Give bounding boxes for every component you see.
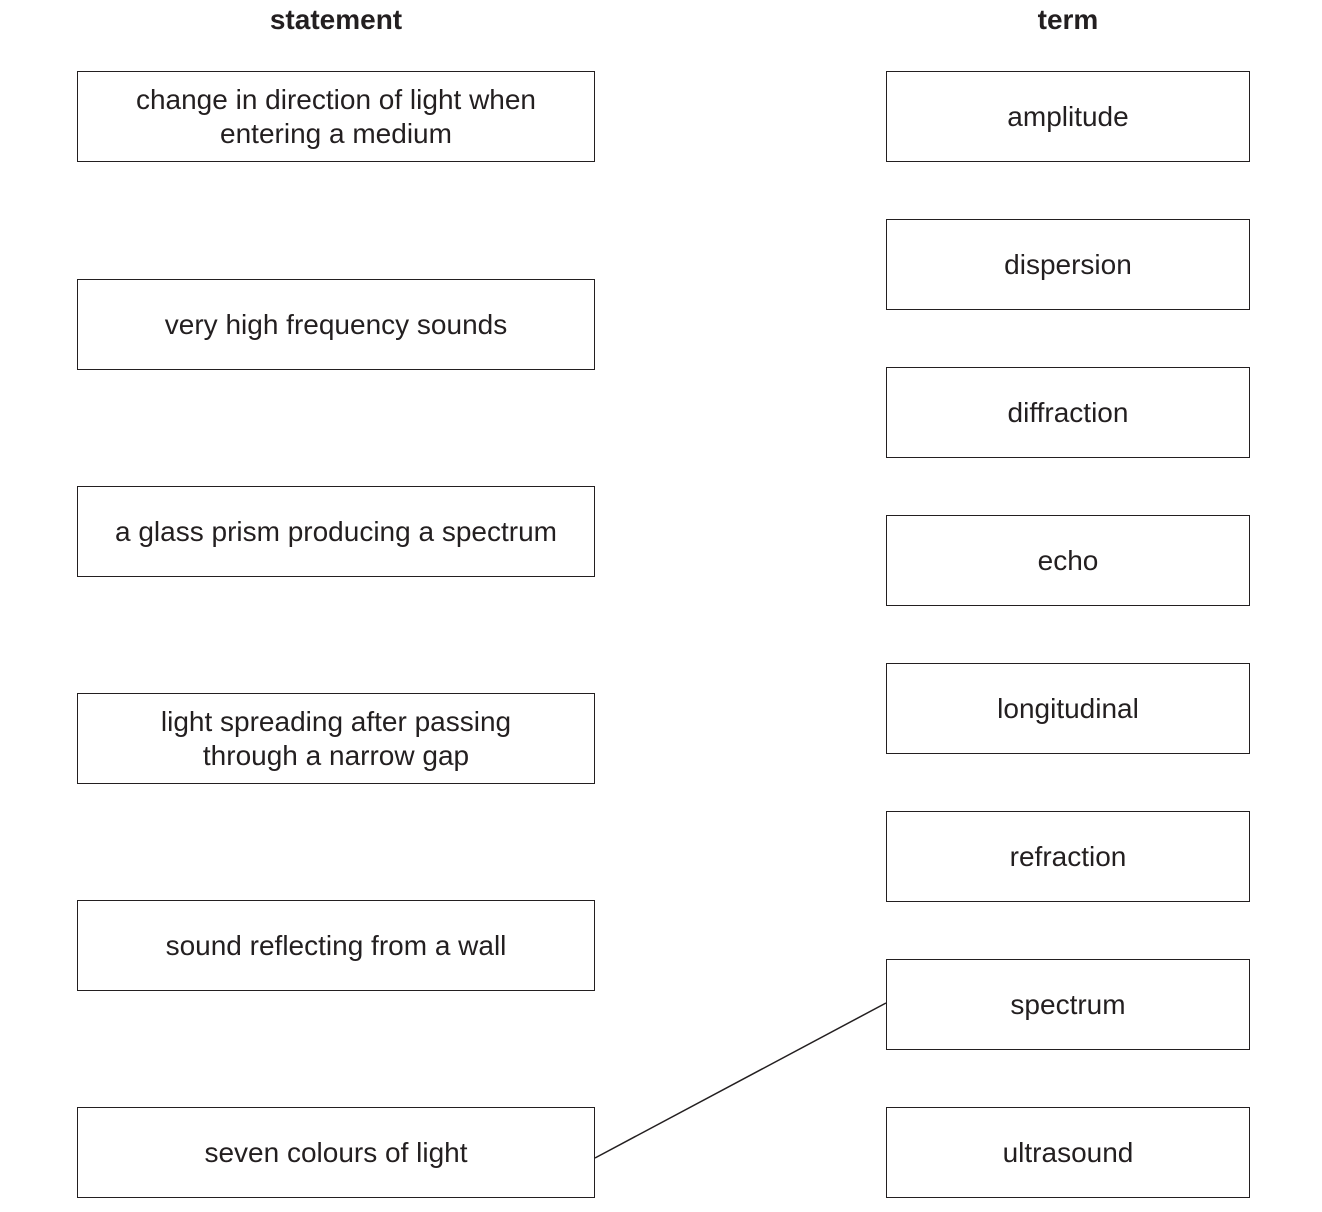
statement-text: light spreading after passing through a … (160, 705, 512, 771)
term-column-heading: term (1037, 4, 1099, 35)
statement-column-heading: statement (269, 4, 403, 35)
statement-box-dispersion[interactable]: a glass prism producing a spectrum (77, 486, 595, 577)
statement-text: seven colours of light (204, 1136, 468, 1168)
statement-text: sound reflecting from a wall (165, 929, 507, 961)
statement-box-ultrasound[interactable]: very high frequency sounds (77, 279, 595, 370)
statement-text: very high frequency sounds (164, 308, 508, 340)
statement-box-echo[interactable]: sound reflecting from a wall (77, 900, 595, 991)
term-text: refraction (1009, 840, 1127, 872)
term-box-amplitude[interactable]: amplitude (886, 71, 1250, 162)
statement-text: a glass prism producing a spectrum (115, 515, 557, 547)
statement-box-spectrum[interactable]: seven colours of light (77, 1107, 595, 1198)
term-text: echo (1037, 544, 1099, 576)
term-text: spectrum (1010, 988, 1126, 1020)
term-box-ultrasound[interactable]: ultrasound (886, 1107, 1250, 1198)
term-text: longitudinal (997, 692, 1139, 724)
term-box-echo[interactable]: echo (886, 515, 1250, 606)
statement-box-refraction[interactable]: change in direction of light when enteri… (77, 71, 595, 162)
term-box-spectrum[interactable]: spectrum (886, 959, 1250, 1050)
term-box-longitudinal[interactable]: longitudinal (886, 663, 1250, 754)
term-text: diffraction (1007, 396, 1129, 428)
statement-text: change in direction of light when enteri… (135, 83, 537, 149)
term-box-refraction[interactable]: refraction (886, 811, 1250, 902)
term-text: ultrasound (1002, 1136, 1134, 1168)
term-box-dispersion[interactable]: dispersion (886, 219, 1250, 310)
link-line-seven-colours-to-spectrum (594, 1002, 887, 1159)
term-text: amplitude (1007, 100, 1129, 132)
term-text: dispersion (1004, 248, 1132, 280)
term-box-diffraction[interactable]: diffraction (886, 367, 1250, 458)
statement-box-diffraction[interactable]: light spreading after passing through a … (77, 693, 595, 784)
